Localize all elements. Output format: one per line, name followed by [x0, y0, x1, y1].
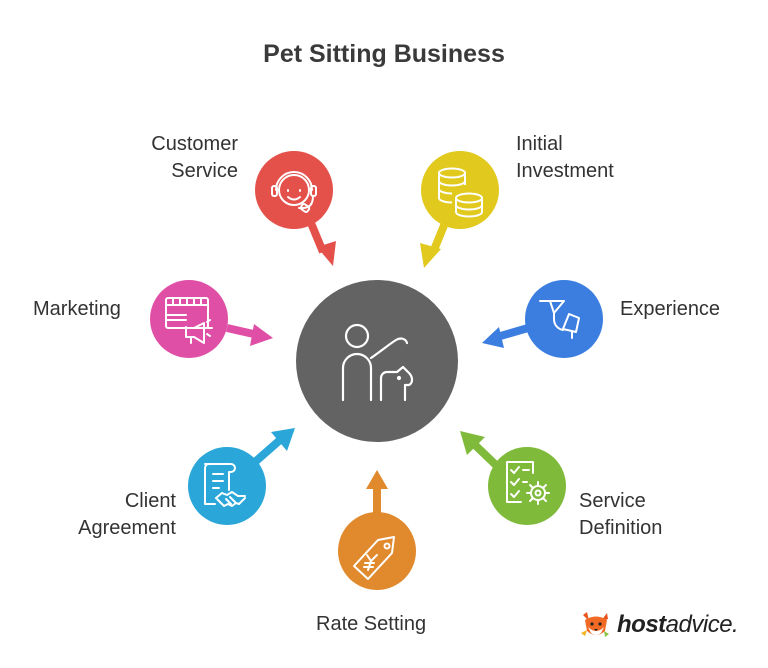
center-node: [296, 280, 458, 442]
label-service-definition: Service Definition: [579, 490, 663, 539]
node-initial-investment: [421, 151, 499, 229]
arrow-service-definition: [460, 431, 502, 471]
arrow-marketing: [226, 324, 273, 346]
label-marketing: Marketing: [33, 298, 121, 320]
headset-agent-icon: [271, 171, 317, 213]
billboard-megaphone-icon: [165, 297, 213, 344]
label-experience: Experience: [620, 298, 721, 320]
diagram-title: Pet Sitting Business: [263, 40, 505, 68]
label-client-agreement: Client Agreement: [78, 490, 176, 539]
label-customer-service: Customer Service: [151, 133, 238, 182]
price-tag-yen-icon: [353, 536, 395, 580]
node-service-definition: [488, 447, 566, 525]
node-client-agreement: [188, 447, 266, 525]
arrow-initial-investment: [420, 221, 449, 268]
checklist-gear-icon: [506, 461, 550, 505]
person-with-dog-icon: [341, 323, 414, 402]
contract-handshake-icon: [204, 463, 246, 507]
label-rate-setting: Rate Setting: [316, 613, 427, 635]
node-experience: [525, 280, 603, 358]
arrow-customer-service: [307, 221, 336, 266]
funnel-icon: [539, 300, 580, 339]
brand-logo: hostadvice.: [579, 610, 739, 640]
arrow-experience: [482, 324, 530, 348]
node-customer-service: [255, 151, 333, 229]
fox-mascot-icon: [581, 612, 609, 637]
arrow-client-agreement: [252, 428, 295, 466]
node-marketing: [150, 280, 228, 358]
coin-stack-icon: [438, 167, 483, 218]
brand-wordmark: hostadvice.: [617, 611, 739, 638]
label-initial-investment: Initial Investment: [516, 133, 614, 182]
node-rate-setting: [338, 512, 416, 590]
